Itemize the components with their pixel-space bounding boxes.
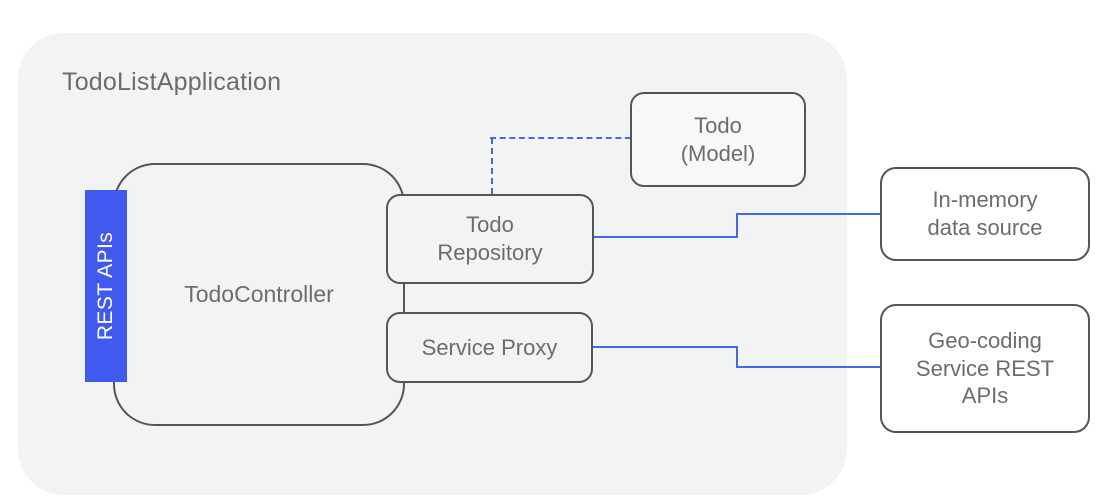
connector-serviceproxy-to-geocoding-seg1 (592, 346, 738, 349)
connector-repository-to-model-vertical (491, 138, 493, 194)
node-geocoding-service-rest-apis[interactable]: Geo-coding Service REST APIs (880, 304, 1090, 433)
connector-repository-to-inmemory-seg1 (593, 236, 738, 239)
node-todo-model[interactable]: Todo (Model) (630, 92, 806, 187)
connector-repository-to-inmemory-seg2 (736, 213, 739, 238)
node-service-proxy[interactable]: Service Proxy (386, 312, 593, 383)
node-todocontroller[interactable]: TodoController (113, 163, 405, 426)
page-title: TodoListApplication (62, 68, 282, 96)
connector-serviceproxy-to-geocoding-seg3 (736, 366, 882, 369)
node-todo-model-label: Todo (Model) (680, 112, 756, 166)
node-todocontroller-label: TodoController (184, 281, 334, 308)
node-inmemory-data-source[interactable]: In-memory data source (880, 167, 1090, 261)
connector-repository-to-model-horizontal (490, 137, 631, 139)
node-inmemory-data-source-label: In-memory data source (927, 187, 1043, 240)
node-service-proxy-label: Service Proxy (421, 334, 558, 360)
node-todo-repository-label: Todo Repository (437, 212, 543, 265)
connector-serviceproxy-to-geocoding-seg2 (736, 346, 739, 368)
rest-apis-badge-label: REST APIs (94, 231, 118, 341)
rest-apis-badge[interactable]: REST APIs (85, 190, 127, 382)
connector-repository-to-inmemory-seg3 (736, 213, 882, 216)
node-todo-repository[interactable]: Todo Repository (386, 194, 594, 284)
node-geocoding-service-rest-apis-label: Geo-coding Service REST APIs (915, 327, 1055, 409)
